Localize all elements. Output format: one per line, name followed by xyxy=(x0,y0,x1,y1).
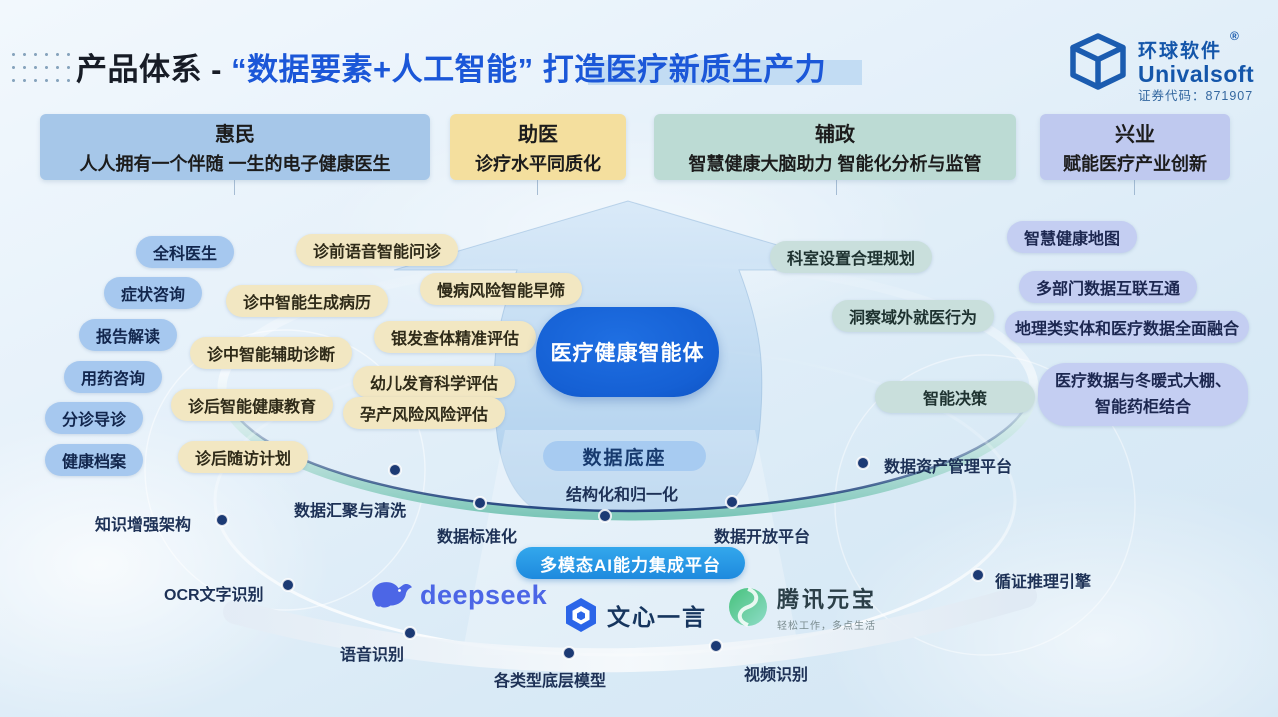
pillar-subtitle: 诊疗水平同质化 xyxy=(475,154,601,174)
data-layer-label: 数据汇聚与清洗 xyxy=(294,503,407,520)
page-title: 产品体系 - “数据要素+人工智能” 打造医疗新质生产力 xyxy=(76,44,826,89)
wenxin-wordmark: 文心一言 xyxy=(607,603,707,630)
industry-service-pill: 智慧健康地图 xyxy=(1007,221,1138,253)
yuanbao-wordmark: 腾讯元宝 xyxy=(777,587,878,612)
doctor-service-pill: 幼儿发育科学评估 xyxy=(353,366,516,398)
citizen-service-pill: 用药咨询 xyxy=(64,361,163,393)
ai-layer-label: 知识增强架构 xyxy=(95,517,192,534)
doctor-service-pill: 慢病风险智能早筛 xyxy=(420,273,583,305)
citizen-service-pill: 分诊导诊 xyxy=(45,402,144,434)
company-logo: 环球软件 ® Univalsoft 证券代码：871907 xyxy=(1066,30,1254,103)
ai-layer-label: 视频识别 xyxy=(744,667,809,684)
registered-mark: ® xyxy=(1230,29,1239,43)
ai-layer-label: 语音识别 xyxy=(340,647,405,664)
doctor-service-pill: 孕产风险风险评估 xyxy=(343,397,506,429)
logo-cn-name: 环球软件 ® xyxy=(1138,30,1254,62)
pillar-subtitle: 赋能医疗产业创新 xyxy=(1063,154,1207,174)
ai-layer-label: 各类型底层模型 xyxy=(494,673,607,690)
wenxin-logo: 文心一言 xyxy=(563,596,707,633)
yuanbao-logo: 腾讯元宝 轻松工作，多点生活 xyxy=(727,582,877,632)
background-wave xyxy=(820,480,1278,717)
connector-line xyxy=(537,180,538,195)
citizen-service-pill: 健康档案 xyxy=(45,444,144,476)
pillar-subtitle: 人人拥有一个伴随 一生的电子健康医生 xyxy=(79,154,391,174)
doctor-service-pill: 诊前语音智能问诊 xyxy=(296,234,459,266)
pillar-title: 辅政 xyxy=(815,124,855,146)
yuanbao-swirl-icon xyxy=(729,587,767,627)
dot-grid-decoration xyxy=(8,48,70,84)
connector-line xyxy=(836,180,837,195)
industry-service-pill: 医疗数据与冬暖式大棚、智能药柜结合 xyxy=(1038,363,1248,427)
doctor-service-pill: 诊中智能生成病历 xyxy=(226,285,389,317)
deepseek-logo: deepseek xyxy=(368,578,547,612)
yuanbao-text-block: 腾讯元宝 轻松工作，多点生活 xyxy=(777,582,877,632)
doctor-service-pill: 银发查体精准评估 xyxy=(374,321,537,353)
title-prefix: 产品体系 - xyxy=(76,52,232,87)
pillar-box-xingye: 兴业 赋能医疗产业创新 xyxy=(1040,114,1230,180)
wenxin-hexagon-icon xyxy=(566,598,596,632)
data-layer-label: 数据标准化 xyxy=(437,529,518,546)
ai-platform-pill: 多模态AI能力集成平台 xyxy=(516,547,745,579)
connector-line xyxy=(1134,180,1135,195)
logo-en-name: Univalsoft xyxy=(1138,60,1255,87)
data-layer-label: 数据开放平台 xyxy=(714,529,811,546)
gov-service-pill: 科室设置合理规划 xyxy=(770,241,933,273)
doctor-service-pill: 诊后智能健康教育 xyxy=(171,389,334,421)
stock-code: 证券代码：871907 xyxy=(1138,89,1254,104)
pillar-title: 兴业 xyxy=(1115,124,1155,146)
pillar-box-zhuyi: 助医 诊疗水平同质化 xyxy=(450,114,626,180)
citizen-service-pill: 报告解读 xyxy=(79,319,178,351)
logo-text-block: 环球软件 ® Univalsoft 证券代码：871907 xyxy=(1138,30,1254,103)
gov-service-pill: 智能决策 xyxy=(875,381,1035,413)
industry-service-pill: 多部门数据互联互通 xyxy=(1019,271,1198,303)
title-emphasis: “数据要素+人工智能” 打造医疗新质生产力 xyxy=(231,52,827,87)
pillar-box-fuzheng: 辅政 智慧健康大脑助力 智能化分析与监管 xyxy=(654,114,1016,180)
pillar-subtitle: 智慧健康大脑助力 智能化分析与监管 xyxy=(688,154,982,174)
gov-service-pill: 洞察域外就医行为 xyxy=(832,300,995,332)
agent-core-node: 医疗健康智能体 xyxy=(536,307,719,397)
deepseek-whale-icon xyxy=(372,582,412,608)
data-base-pill: 数据底座 xyxy=(543,441,706,471)
data-layer-label: 数据资产管理平台 xyxy=(884,459,1013,476)
data-layer-label: 结构化和归一化 xyxy=(566,487,679,504)
connector-line xyxy=(234,180,235,195)
title-highlight-bar xyxy=(588,60,862,85)
citizen-service-pill: 全科医生 xyxy=(136,236,235,268)
citizen-service-pill: 症状咨询 xyxy=(104,277,203,309)
industry-service-pill: 地理类实体和医疗数据全面融合 xyxy=(1005,311,1250,343)
ai-layer-label: OCR文字识别 xyxy=(164,587,264,604)
doctor-service-pill: 诊后随访计划 xyxy=(178,441,309,473)
deepseek-wordmark: deepseek xyxy=(420,579,548,610)
pillar-box-huimin: 惠民 人人拥有一个伴随 一生的电子健康医生 xyxy=(40,114,430,180)
logo-cn-text: 环球软件 xyxy=(1138,41,1223,62)
yuanbao-tagline: 轻松工作，多点生活 xyxy=(777,621,876,632)
ai-layer-label: 循证推理引擎 xyxy=(995,574,1092,591)
univalsoft-cube-icon xyxy=(1070,33,1126,90)
doctor-service-pill: 诊中智能辅助诊断 xyxy=(190,337,353,369)
pillar-title: 惠民 xyxy=(215,124,255,146)
pillar-title: 助医 xyxy=(518,124,558,146)
